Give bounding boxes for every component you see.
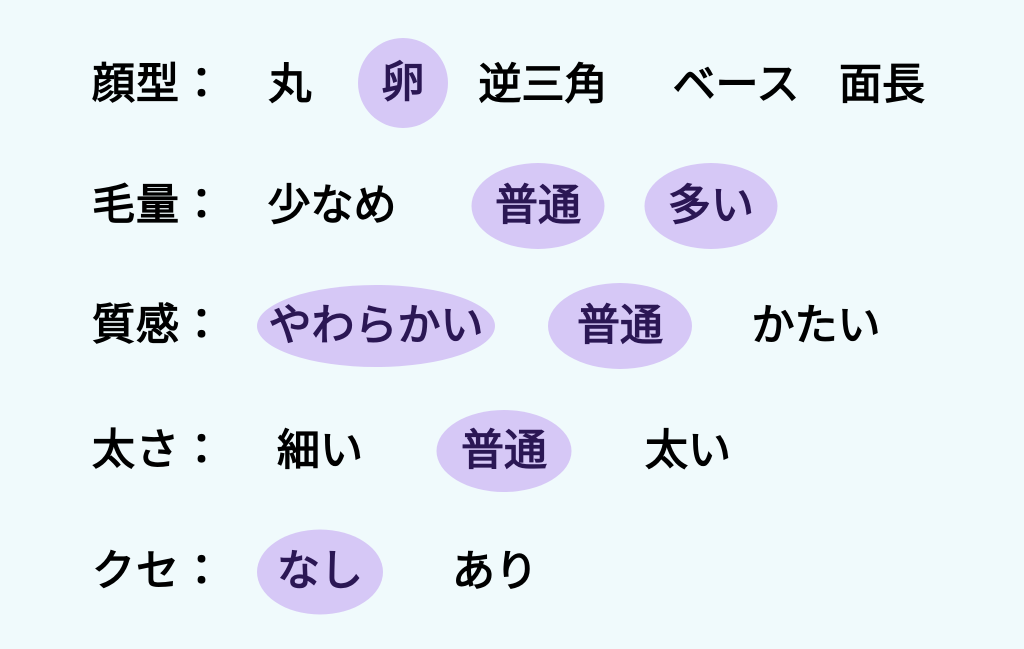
option-face-shape-5[interactable]: 面長 bbox=[839, 59, 925, 110]
option-face-shape-1[interactable]: 丸 bbox=[268, 59, 312, 110]
option-wave-2[interactable]: あり bbox=[452, 546, 538, 597]
option-texture-1[interactable]: やわらかい bbox=[257, 285, 495, 367]
option-thickness-3[interactable]: 太い bbox=[645, 425, 731, 476]
option-thickness-1[interactable]: 細い bbox=[277, 425, 363, 476]
option-face-shape-3[interactable]: 逆三角 bbox=[478, 59, 608, 110]
row-label-hair-volume: 毛量： bbox=[92, 180, 224, 231]
row-label-face-shape: 顔型： bbox=[92, 59, 224, 110]
option-thickness-2[interactable]: 普通 bbox=[436, 410, 572, 492]
option-wave-1[interactable]: なし bbox=[257, 529, 383, 615]
option-texture-2[interactable]: 普通 bbox=[548, 283, 692, 369]
option-texture-3[interactable]: かたい bbox=[751, 300, 881, 351]
option-face-shape-4[interactable]: ベース bbox=[672, 59, 800, 110]
option-hair-volume-3[interactable]: 多い bbox=[644, 163, 778, 249]
option-hair-volume-1[interactable]: 少なめ bbox=[267, 180, 397, 231]
option-hair-volume-2[interactable]: 普通 bbox=[471, 163, 605, 249]
row-label-thickness: 太さ： bbox=[92, 425, 224, 476]
row-label-texture: 質感： bbox=[92, 300, 224, 351]
option-face-shape-2[interactable]: 卵 bbox=[358, 38, 448, 128]
row-label-wave: クセ： bbox=[92, 546, 224, 597]
